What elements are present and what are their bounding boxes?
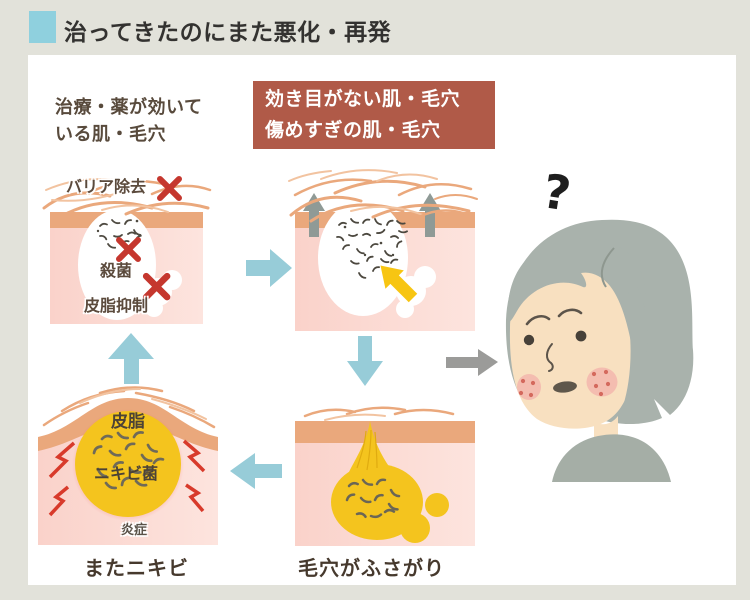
shirt — [552, 434, 671, 482]
cheek-acne-left — [517, 374, 541, 400]
sebum-buildup-arrow-icon — [380, 265, 418, 303]
damaged-barrier-hairs — [42, 386, 216, 429]
hair-side-lock — [623, 286, 648, 406]
pore-cavity — [318, 200, 408, 316]
barrier-removal-label: バリア除去 — [66, 177, 147, 196]
acne-relapse-illustration — [38, 386, 218, 545]
damaged-barrier-hairs — [288, 169, 478, 223]
bacteria-specks — [96, 218, 143, 250]
warning-badge: 効き目がない肌・毛穴 傷めすぎの肌・毛穴 — [253, 81, 495, 149]
eyebrows — [525, 308, 583, 326]
warning-badge-line1: 効き目がない肌・毛穴 — [265, 88, 461, 110]
sebum-mass — [75, 411, 181, 517]
treated-skin-caption-line2: いる肌・毛穴 — [55, 124, 166, 145]
acne-bacteria-label: ニキビ菌 — [94, 464, 159, 483]
surface-layer — [295, 421, 475, 443]
inflammation-label: 炎症 — [121, 523, 148, 538]
sebum-label: 皮脂 — [111, 412, 145, 432]
sterilize-label: 殺菌 — [100, 261, 133, 280]
confused-character-illustration — [505, 219, 694, 482]
barrier-hairs — [303, 406, 455, 421]
page-title: 治ってきたのにまた悪化・再発 — [64, 20, 392, 46]
treated-skin-caption: 治療・薬が効いて いる肌・毛穴 — [55, 94, 202, 148]
hair-fringe — [507, 238, 646, 366]
eyes — [523, 330, 587, 346]
acne-again-caption: またニキビ — [84, 556, 189, 580]
inflammation-bolts — [48, 439, 206, 517]
sebum-strands — [356, 429, 378, 471]
damaged-barrier-hairs — [42, 178, 212, 218]
pore-clogged-caption: 毛穴がふさがり — [298, 556, 445, 580]
nose — [546, 343, 554, 372]
sebum-control-label: 皮脂抑制 — [84, 296, 149, 315]
treated-skin-illustration — [42, 168, 212, 324]
hair-swoosh-line — [600, 247, 615, 288]
arrow-down-icon — [347, 336, 383, 386]
bacteria-specks — [336, 218, 409, 280]
warning-badge-line2: 傷めすぎの肌・毛穴 — [265, 118, 441, 141]
treated-skin-caption-line1: 治療・薬が効いて — [55, 97, 203, 118]
cheek-acne-right — [586, 367, 618, 397]
title-bullet-square — [29, 11, 56, 43]
arrow-right-icon — [246, 249, 292, 287]
arrow-to-character-icon — [446, 349, 498, 376]
arrow-left-icon — [230, 453, 282, 489]
damaged-skin-illustration — [288, 169, 478, 331]
arrow-up-icon — [108, 333, 154, 384]
mouth — [553, 381, 577, 393]
clogged-pore-illustration — [295, 406, 475, 546]
